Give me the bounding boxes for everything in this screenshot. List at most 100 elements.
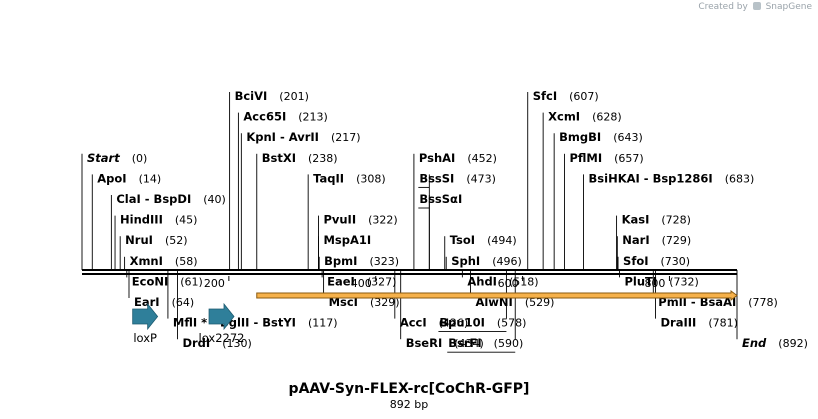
- enzyme-label[interactable]: HindIII: [120, 213, 163, 227]
- enzyme-label[interactable]: PshAI: [419, 151, 455, 165]
- enzyme-position: (52): [165, 234, 188, 247]
- enzyme-label[interactable]: Start: [87, 151, 120, 165]
- feature-arrow[interactable]: [132, 302, 159, 331]
- enzyme-position: (213): [298, 111, 328, 124]
- enzyme-label[interactable]: XcmI: [548, 110, 580, 124]
- enzyme-label[interactable]: MspA1I: [323, 233, 371, 247]
- map-title: pAAV-Syn-FLEX-rc[CoChR-GFP]: [289, 381, 530, 397]
- enzyme-label[interactable]: ApoI: [97, 171, 126, 185]
- feature-label[interactable]: loxP: [133, 331, 157, 345]
- enzyme-position: (308): [356, 172, 386, 185]
- enzyme-position: (201): [279, 90, 309, 103]
- enzyme-position: (45): [175, 214, 198, 227]
- enzyme-position: (327): [367, 275, 397, 288]
- ruler-tick-label: 400: [351, 277, 372, 290]
- enzyme-position: (892): [778, 337, 808, 350]
- enzyme-label[interactable]: DrdI: [182, 336, 210, 350]
- enzyme-label[interactable]: End: [742, 336, 767, 350]
- enzyme-label[interactable]: AccI: [400, 316, 427, 330]
- enzyme-position: (329): [370, 296, 400, 309]
- enzyme-label[interactable]: BseRI: [406, 336, 443, 350]
- ruler-tick-label: 600: [498, 277, 519, 290]
- enzyme-position: (130): [222, 337, 252, 350]
- snapgene-name: SnapGene: [765, 2, 812, 12]
- features: loxP lox2272: [132, 302, 245, 345]
- enzyme-label[interactable]: BstXI: [262, 151, 296, 165]
- enzyme-label[interactable]: Acc65I: [243, 110, 286, 124]
- enzyme-label[interactable]: PvuII: [323, 213, 356, 227]
- enzyme-position: (473): [466, 172, 496, 185]
- enzyme-position: (40): [203, 193, 226, 206]
- enzyme-position: (578): [497, 317, 527, 330]
- enzyme-position: (628): [592, 111, 622, 124]
- enzyme-label[interactable]: KpnI - AvrII: [246, 130, 319, 144]
- feature-label[interactable]: lox2272: [199, 331, 245, 345]
- orf-bar[interactable]: [256, 290, 738, 301]
- orf-arrow[interactable]: [256, 290, 738, 301]
- enzyme-label[interactable]: Bpu10I: [439, 316, 484, 330]
- enzyme-position: (607): [569, 90, 599, 103]
- enzyme-label[interactable]: BciVI: [235, 89, 268, 103]
- enzyme-label[interactable]: SfcI: [533, 89, 557, 103]
- enzyme-position: (778): [748, 296, 778, 309]
- enzyme-position: (434): [454, 337, 484, 350]
- enzyme-label[interactable]: TaqII: [313, 171, 344, 185]
- enzyme-label[interactable]: BssSI: [419, 171, 454, 185]
- enzyme-position: (64): [172, 296, 195, 309]
- enzyme-label[interactable]: NruI: [125, 233, 153, 247]
- enzyme-position: (730): [661, 255, 691, 268]
- enzyme-position: (217): [331, 131, 361, 144]
- map-length: 892 bp: [390, 398, 428, 411]
- enzyme-position: (452): [467, 152, 497, 165]
- enzyme-label[interactable]: BssSαI: [419, 192, 462, 206]
- enzyme-position: (683): [725, 172, 755, 185]
- snapgene-logo-icon: [752, 2, 761, 10]
- enzyme-position: (590): [494, 337, 524, 350]
- enzyme-label[interactable]: DraIII: [660, 316, 696, 330]
- site-lines: [81, 92, 738, 353]
- enzyme-label[interactable]: MflI * - BglII - BstYI: [173, 316, 296, 330]
- enzyme-position: (781): [708, 317, 738, 330]
- enzyme-position: (238): [308, 152, 338, 165]
- enzyme-position: (657): [614, 152, 644, 165]
- enzyme-label[interactable]: SfoI: [623, 254, 648, 268]
- enzyme-position: (426): [439, 317, 469, 330]
- enzyme-label[interactable]: ClaI - BspDI: [116, 192, 191, 206]
- enzyme-label[interactable]: XmnI: [130, 254, 163, 268]
- enzyme-position: (518): [509, 275, 539, 288]
- enzyme-label[interactable]: EaeI: [327, 274, 355, 288]
- ruler-tick-label: 200: [204, 277, 225, 290]
- enzyme-position: (732): [669, 275, 699, 288]
- enzyme-label[interactable]: SphI: [451, 254, 480, 268]
- created-by-text: Created by: [698, 2, 748, 12]
- backbone: [82, 269, 737, 275]
- enzyme-position: (117): [308, 317, 338, 330]
- enzyme-label[interactable]: EcoNI: [132, 274, 168, 288]
- enzyme-position: (529): [525, 296, 555, 309]
- enzyme-label[interactable]: EarI: [134, 295, 160, 309]
- enzyme-position: (643): [613, 131, 643, 144]
- enzyme-label[interactable]: BmgBI: [559, 130, 601, 144]
- enzyme-label[interactable]: KasI: [622, 213, 650, 227]
- enzyme-label[interactable]: PluTI: [625, 274, 658, 288]
- enzyme-position: (496): [492, 255, 522, 268]
- enzyme-position: (729): [662, 234, 692, 247]
- enzyme-position: (494): [487, 234, 517, 247]
- feature-arrow[interactable]: [208, 302, 235, 331]
- snapgene-brand: Created by SnapGene: [698, 2, 812, 12]
- enzyme-position: (14): [139, 172, 162, 185]
- ruler: 200 400 600 800: [204, 276, 670, 290]
- enzyme-position: (323): [369, 255, 399, 268]
- enzyme-label[interactable]: AhdI: [467, 274, 497, 288]
- enzyme-label[interactable]: BpmI: [324, 254, 357, 268]
- enzyme-label[interactable]: PflMI: [569, 151, 602, 165]
- enzyme-label[interactable]: BsiHKAI - Bsp1286I: [589, 171, 713, 185]
- enzyme-position: (728): [661, 214, 691, 227]
- enzyme-label[interactable]: BsrFI: [448, 336, 481, 350]
- ruler-tick-label: 800: [644, 277, 665, 290]
- enzyme-label[interactable]: TsoI: [450, 233, 475, 247]
- enzyme-label[interactable]: NarI: [622, 233, 649, 247]
- site-labels: BciVI (201) Acc65I (213) KpnI - AvrII (217) Bs…: [87, 89, 808, 350]
